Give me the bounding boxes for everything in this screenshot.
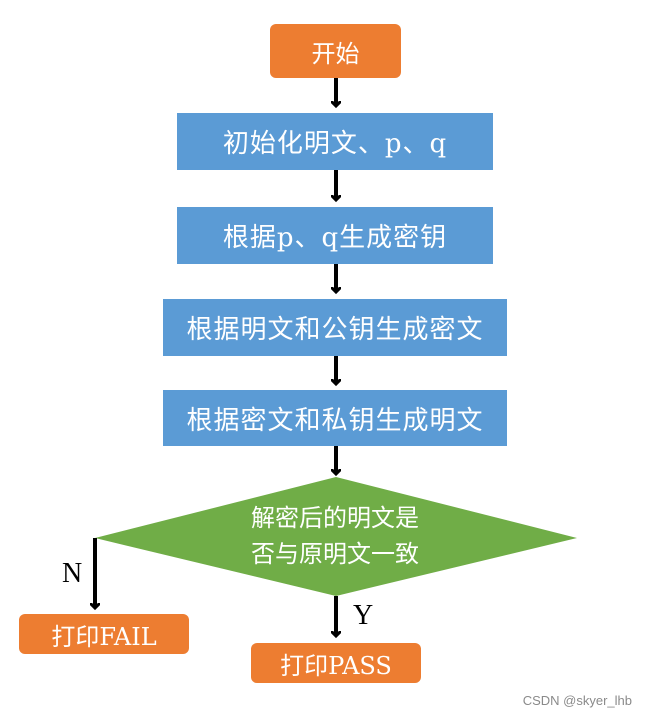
encrypt-process-box: 根据明文和公钥生成密文	[163, 299, 507, 356]
flow-arrows	[95, 78, 336, 636]
keygen-label: 根据p、q生成密钥	[222, 223, 448, 253]
decrypt-process-box: 根据密文和私钥生成明文	[163, 390, 507, 446]
pass-terminal: 打印PASS	[251, 643, 421, 683]
fail-terminal: 打印FAIL	[19, 614, 189, 654]
decision-line-2: 否与原明文一致	[251, 540, 419, 568]
start-label: 开始	[311, 39, 360, 68]
decision-line-1: 解密后的明文是	[251, 504, 419, 532]
watermark: CSDN @skyer_lhb	[522, 693, 632, 708]
keygen-process-box: 根据p、q生成密钥	[177, 207, 493, 264]
decrypt-label: 根据密文和私钥生成明文	[186, 405, 484, 436]
fail-label: 打印FAIL	[51, 622, 157, 651]
init-process-box: 初始化明文、p、q	[177, 113, 493, 170]
no-edge-label: N	[62, 558, 83, 589]
decision-text: 解密后的明文是 否与原明文一致	[200, 500, 470, 572]
init-label: 初始化明文、p、q	[222, 129, 448, 159]
start-terminal: 开始	[270, 24, 401, 78]
yes-edge-label: Y	[353, 600, 374, 631]
decision-diamond	[95, 477, 577, 596]
pass-label: 打印PASS	[280, 651, 392, 680]
encrypt-label: 根据明文和公钥生成密文	[186, 315, 484, 345]
